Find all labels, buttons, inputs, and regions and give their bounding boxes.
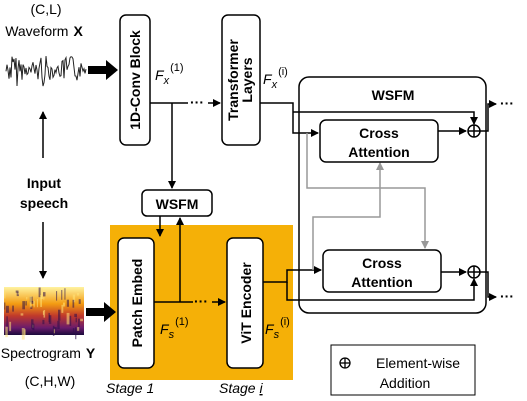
spectrogram-image bbox=[4, 287, 84, 340]
fxi-label: Fx(i) bbox=[263, 66, 288, 91]
wsfm-small-block bbox=[141, 189, 213, 217]
patch-embed-label: Patch Embed bbox=[129, 259, 145, 348]
transformer-label-line2: Layers bbox=[239, 57, 255, 102]
legend-add-icon bbox=[339, 357, 351, 369]
vit-encoder-label: ViT Encoder bbox=[238, 262, 254, 344]
top-skip-line bbox=[293, 111, 478, 125]
cross-attention-top-line2: Attention bbox=[348, 144, 409, 160]
stage-1-label: Stage 1 bbox=[106, 380, 154, 396]
bottom-skip-line bbox=[286, 278, 478, 301]
waveform-dims: (C,L) bbox=[30, 1, 61, 17]
add-icon-bottom bbox=[467, 265, 481, 279]
waveform-to-conv-arrow bbox=[88, 60, 118, 80]
cross-attention-top-line1: Cross bbox=[359, 125, 399, 141]
wsfm-detail-frame bbox=[298, 76, 487, 314]
legend-line2: Addition bbox=[380, 375, 431, 391]
top-output-ellipsis: ··· bbox=[500, 95, 514, 111]
top-ellipsis: ··· bbox=[190, 94, 204, 110]
cross-attention-bottom-line1: Cross bbox=[362, 255, 402, 271]
fsi-label: Fs(i) bbox=[265, 316, 290, 341]
legend-box bbox=[330, 344, 476, 396]
stage-i-label: Stage i bbox=[219, 380, 263, 396]
transformer-to-cross-attn-line bbox=[260, 102, 319, 137]
legend-line1: Element-wise bbox=[376, 355, 460, 371]
bottom-output-ellipsis: ··· bbox=[500, 288, 514, 304]
fs1-label: Fs(1) bbox=[160, 316, 189, 341]
conv-block-label: 1D-Conv Block bbox=[127, 30, 143, 130]
top-output-line bbox=[480, 100, 497, 132]
wsfm-detail-title: WSFM bbox=[372, 87, 415, 103]
wsfm-small-label: WSFM bbox=[156, 196, 199, 212]
input-label-line1: Input bbox=[27, 175, 62, 191]
bottom-output-line bbox=[480, 271, 497, 301]
gray-bottom-to-top-line bbox=[312, 162, 384, 270]
vit-encoder-block bbox=[226, 237, 264, 369]
input-label-line2: speech bbox=[20, 195, 68, 211]
transformer-block bbox=[221, 14, 261, 146]
cross-attention-bottom-line2: Attention bbox=[351, 274, 412, 290]
spectrogram-to-patch-arrow bbox=[86, 302, 116, 322]
patch-embed-block bbox=[117, 237, 155, 369]
gray-top-to-bottom-line bbox=[306, 133, 429, 249]
waveform-signal bbox=[5, 55, 87, 87]
add-icon-top bbox=[467, 124, 481, 138]
bottom-ellipsis: ··· bbox=[194, 293, 208, 309]
vit-to-cross-attn-line bbox=[263, 266, 322, 283]
fx1-label: Fx(1) bbox=[155, 62, 184, 87]
conv-block bbox=[119, 14, 151, 146]
cross-attention-top bbox=[319, 119, 439, 163]
transformer-label-line1: Transformer bbox=[225, 39, 241, 121]
spectrogram-dims: (C,H,W) bbox=[25, 373, 76, 389]
cross-attention-bottom bbox=[322, 249, 442, 293]
